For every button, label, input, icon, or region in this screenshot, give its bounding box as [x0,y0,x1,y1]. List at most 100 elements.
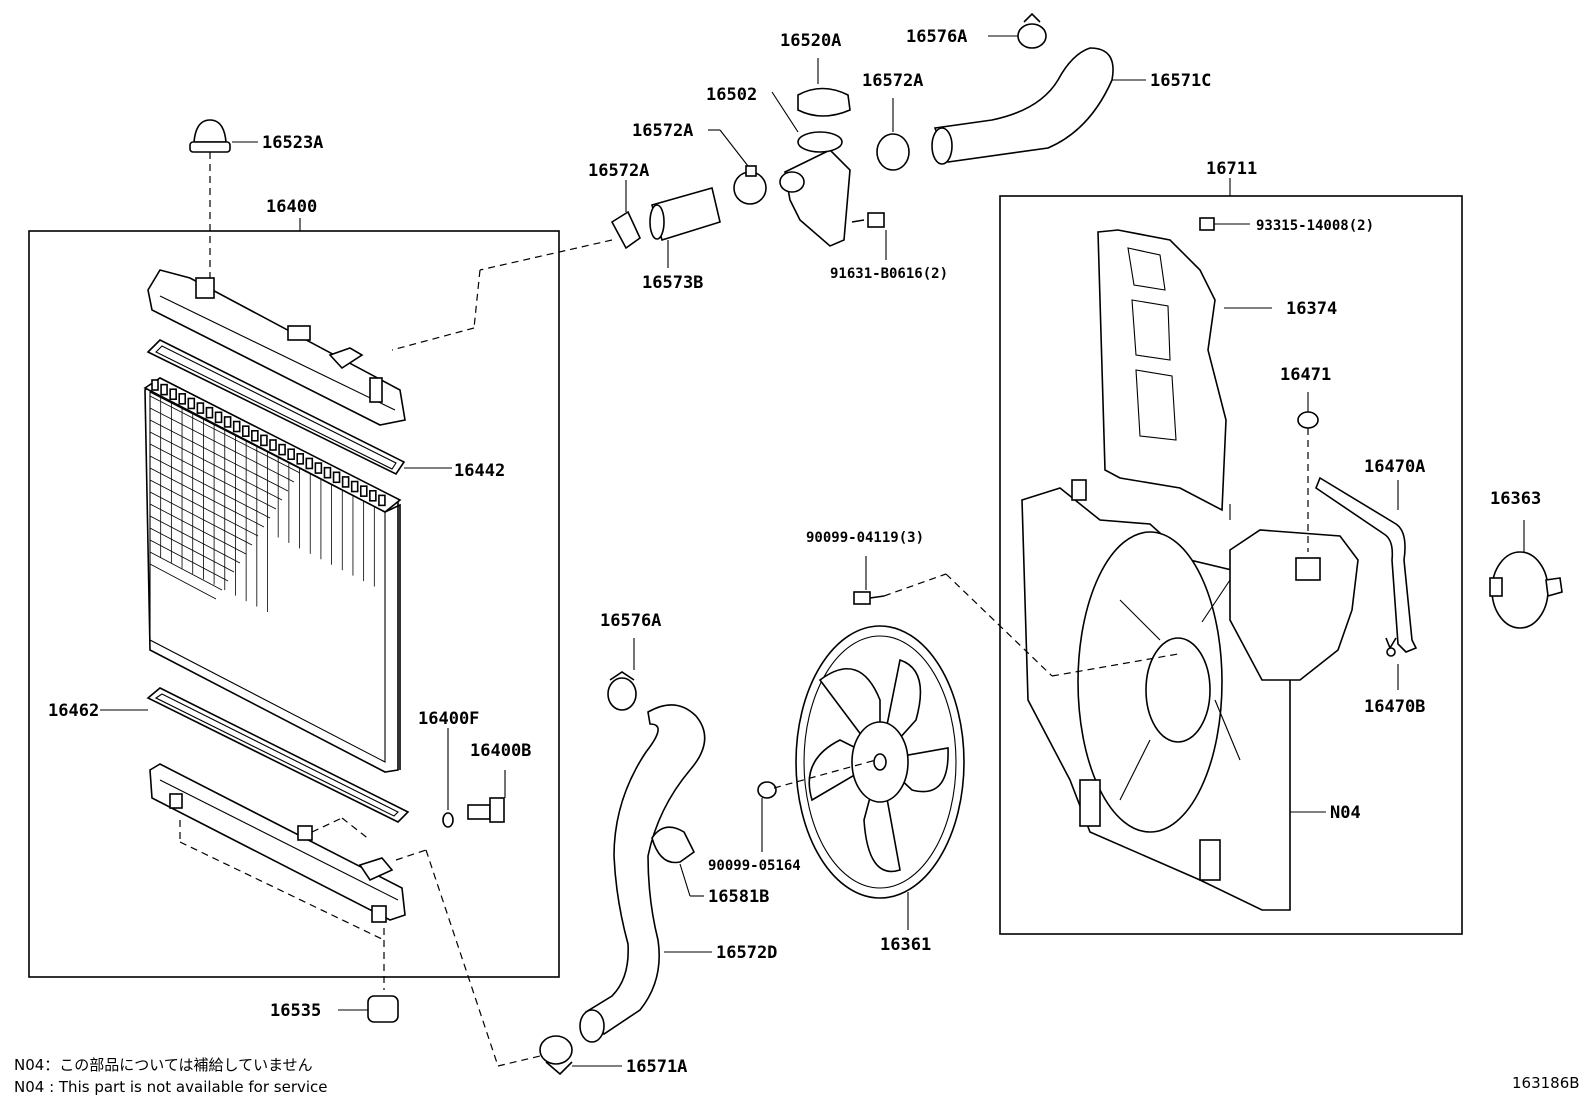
core-top-fin [350,480,359,493]
core-top-fin [187,397,196,410]
label-90099-04119: 90099-04119(3) [806,530,924,546]
clamp-16581B[interactable] [651,826,696,864]
label-16462: 16462 [48,701,99,721]
drain-cock-16400B[interactable] [467,770,506,823]
label-16520A: 16520A [780,31,841,51]
clamp-16576A-top[interactable] [1017,12,1047,49]
clamp-16571A[interactable] [539,1035,573,1076]
label-16400: 16400 [266,197,317,217]
core-fin-row [149,455,271,519]
o-ring-16400F[interactable] [442,812,454,828]
fan-shroud-group-box [999,195,1463,935]
core-fin-row [149,395,301,474]
gasket-16442[interactable] [146,339,406,476]
core-top-fin [296,453,305,465]
label-16576A-top: 16576A [906,27,967,47]
core-fin-row [149,491,253,546]
core-fin-row [149,527,235,573]
label-16442: 16442 [454,461,505,481]
core-top-fin [232,420,241,433]
clamp-16572A-left[interactable] [610,210,642,250]
label-16363: 16363 [1490,489,1541,509]
core-top-fin [314,462,323,474]
hose-16573B[interactable] [649,187,721,242]
core-top-fin [214,411,223,424]
label-N04: N04 [1330,803,1361,823]
core-top-fin [178,393,187,405]
shroud-panel-16374[interactable] [1097,229,1227,512]
label-16572D: 16572D [716,943,777,963]
fan-shroud-N04[interactable] [1021,479,1291,911]
radiator-cap-16523A[interactable] [189,119,258,153]
radiator-core[interactable] [143,377,402,773]
clamp-16572A-mid[interactable] [733,165,767,205]
core-top-fin [359,485,368,497]
clamp-16576A-low[interactable] [607,671,637,711]
bolt-90099-04119[interactable] [853,591,885,605]
core-top-fin [223,416,232,428]
label-16581B: 16581B [708,887,769,907]
core-top-fin [269,439,277,451]
core-fin-row [149,419,289,492]
label-90099-05164: 90099-05164 [708,858,801,874]
gasket-16462[interactable] [146,687,410,823]
core-fin-row [149,503,247,555]
label-16572A-left: 16572A [588,161,649,181]
filler-neck-16502[interactable] [779,131,851,247]
clamp-16572A-right[interactable] [876,133,910,171]
core-top-fin [251,429,259,442]
hose-16571C[interactable] [931,47,1114,165]
core-top-fin [241,425,250,437]
label-16470B: 16470B [1364,697,1425,717]
label-16572A-right: 16572A [862,71,923,91]
nut-90099-05164[interactable] [757,781,777,799]
label-16502: 16502 [706,85,757,105]
hose-16572D[interactable] [579,704,706,1043]
lower-tank[interactable] [149,763,406,923]
label-91631-B0616: 91631-B0616(2) [830,266,948,282]
core-top-fin [260,434,268,447]
radiator-cap-16520A[interactable] [797,87,851,117]
label-93315-14008: 93315-14008(2) [1256,218,1374,234]
label-16400F: 16400F [418,709,479,729]
core-fin-row [149,563,217,600]
core-fin-row [149,539,229,582]
grommet-16535[interactable] [338,995,399,1023]
label-16471: 16471 [1280,365,1331,385]
core-top-fin [323,466,332,479]
clip-16470B[interactable] [1385,637,1397,657]
core-top-fin [278,443,286,456]
label-16576A-low: 16576A [600,611,661,631]
reservoir-tank[interactable] [1229,529,1359,681]
label-16523A: 16523A [262,133,323,153]
radiator-group-box [28,230,560,978]
cap-16471[interactable] [1297,392,1319,429]
fan-motor-16363[interactable] [1489,551,1563,629]
label-16571A: 16571A [626,1057,687,1077]
core-fin-row [149,467,265,528]
label-16361: 16361 [880,935,931,955]
core-fin-row [149,515,241,564]
core-fin-row [149,407,295,483]
core-top-fin [369,489,377,502]
hose-16470A[interactable] [1315,476,1418,653]
label-16374: 16374 [1286,299,1337,319]
core-fin-row [149,479,259,537]
upper-tank[interactable] [147,269,406,426]
diagram-id: 163186B [1512,1074,1580,1092]
label-16573B: 16573B [642,273,703,293]
fan-16361[interactable] [795,625,965,899]
bolt-91631-B0616[interactable] [851,212,885,228]
bolt-93315-14008[interactable] [1199,217,1250,231]
core-top-fin [151,379,159,391]
core-top-fin [287,448,295,461]
core-top-fin [332,471,341,484]
core-top-fin [378,494,386,507]
core-fin-row [149,443,277,510]
core-top-fin [196,402,205,414]
label-16400B: 16400B [470,741,531,761]
core-top-fin [160,383,168,396]
core-top-fin [205,406,214,419]
